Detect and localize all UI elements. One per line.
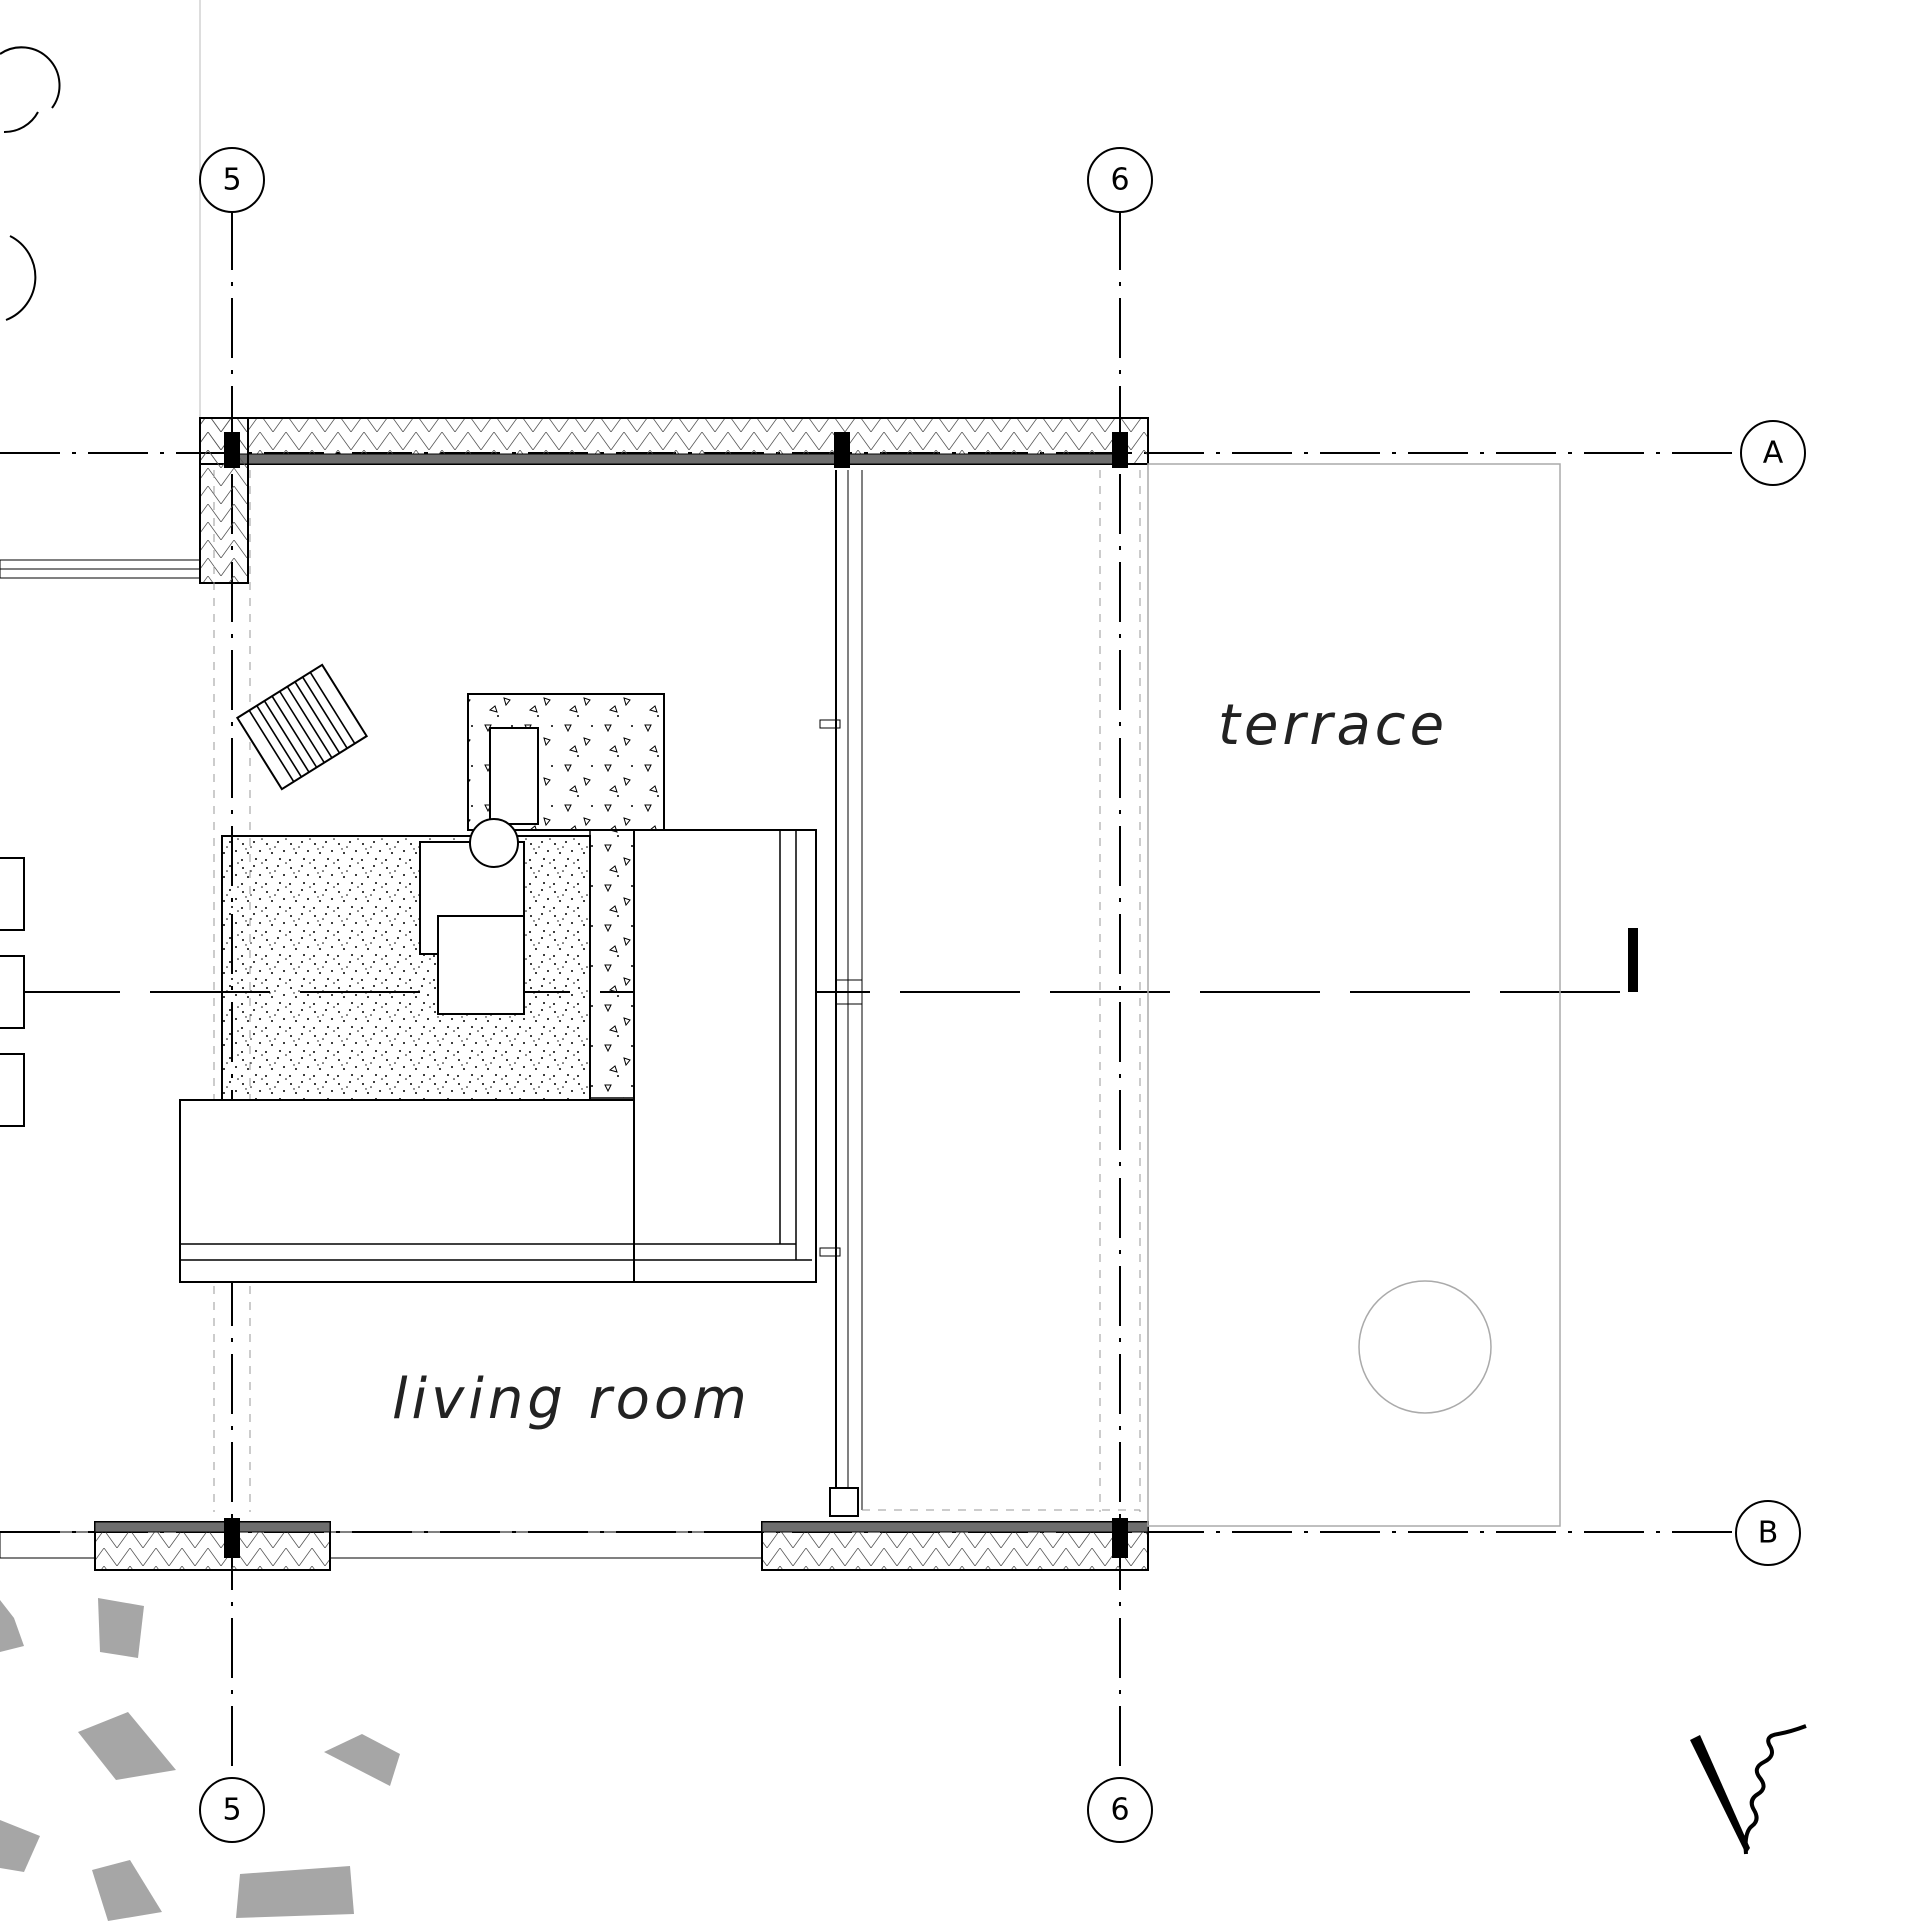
- grid-label-6-top: 6: [1110, 163, 1129, 198]
- logo-mark: [1690, 1724, 1807, 1855]
- room-label-terrace: terrace: [1218, 693, 1448, 758]
- grid-bubble-5-top: 5: [199, 147, 265, 213]
- rug: [221, 835, 591, 1101]
- terrace-outline: [1147, 463, 1561, 1527]
- stepping-stones: [0, 1598, 400, 1921]
- grid-bubble-b: B: [1735, 1500, 1801, 1566]
- glazing-wall: [819, 470, 863, 1517]
- grid-bubble-6-top: 6: [1087, 147, 1153, 213]
- terrazzo-strip: [589, 829, 635, 1099]
- left-furniture: [0, 857, 25, 1127]
- grid-label-a: A: [1763, 436, 1784, 471]
- dashed-guides: [213, 470, 1141, 1512]
- steel-columns-top: [224, 432, 1128, 468]
- grid-bubble-5-bottom: 5: [199, 1777, 265, 1843]
- floor-lamp: [469, 818, 519, 868]
- left-window-top: [0, 559, 201, 579]
- grid-label-5-top: 5: [222, 163, 241, 198]
- bottom-wall: [0, 1521, 1149, 1571]
- grid-label-6-bottom: 6: [1110, 1793, 1129, 1828]
- grid-label-b: B: [1758, 1516, 1779, 1551]
- terrace-table: [1358, 1280, 1492, 1414]
- round-chairs: [0, 46, 61, 321]
- grid-label-5-bottom: 5: [222, 1793, 241, 1828]
- section-marker-bar: [1628, 928, 1638, 992]
- side-table: [489, 727, 539, 825]
- grid-bubble-6-bottom: 6: [1087, 1777, 1153, 1843]
- sofa: [179, 829, 817, 1283]
- ottoman: [437, 915, 525, 1015]
- top-wall: [199, 417, 1149, 584]
- grid-bubble-a: A: [1740, 420, 1806, 486]
- room-label-living: living room: [392, 1367, 751, 1432]
- steel-columns-bottom: [224, 1518, 1128, 1558]
- armchair: [235, 663, 369, 791]
